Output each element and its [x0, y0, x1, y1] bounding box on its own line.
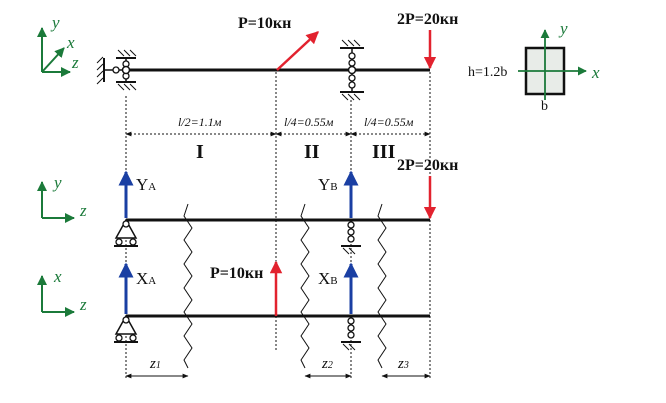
cross-section: y x h=1.2b b — [468, 19, 600, 114]
support-a-top — [96, 49, 137, 91]
xz-axis-x: x — [53, 267, 62, 286]
top-axis-z: z — [71, 53, 79, 72]
section-i-label: I — [196, 141, 204, 163]
section-cuts — [183, 203, 387, 369]
top-axis-x: x — [66, 33, 75, 52]
z-coordinates: z1 z2 z3 — [125, 356, 431, 379]
section-h-label: h=1.2b — [468, 65, 507, 80]
force-2p-yz-label: 2P=20кн — [397, 157, 458, 174]
top-axis-triad: y x z — [37, 13, 79, 77]
yz-axis-z: z — [79, 201, 87, 220]
force-p-xz-label: P=10кн — [210, 265, 263, 282]
support-a-yz — [114, 218, 138, 247]
support-a-xz — [114, 314, 138, 343]
reaction-ya-label: YA — [136, 175, 156, 194]
support-b-top — [340, 39, 364, 101]
top-beam-scheme: P=10кн 2P=20кн — [96, 11, 458, 101]
xz-beam-scheme: XA XB P=10кн — [114, 260, 430, 351]
section-b-label: b — [541, 99, 548, 114]
section-axis-x: x — [591, 63, 600, 82]
reaction-xa-label: XA — [136, 269, 156, 288]
force-p-label: P=10кн — [238, 15, 291, 32]
span-dimensions: l/2=1.1м l/4=0.55м l/4=0.55м I II III — [125, 115, 431, 163]
yz-axis-triad: y z — [37, 173, 87, 223]
span-2-label: l/4=0.55м — [284, 115, 334, 129]
section-ii-label: II — [304, 141, 320, 163]
section-iii-label: III — [372, 141, 396, 163]
yz-axis-y: y — [52, 173, 62, 192]
xz-axis-triad: x z — [37, 267, 87, 317]
top-axis-y: y — [50, 13, 60, 32]
z2-label: z2 — [321, 356, 333, 372]
force-2p-label: 2P=20кн — [397, 11, 458, 28]
reaction-yb-label: YB — [318, 175, 338, 194]
xz-axis-z: z — [79, 295, 87, 314]
span-1-label: l/2=1.1м — [178, 115, 222, 129]
section-axis-y: y — [558, 19, 568, 38]
yz-beam-scheme: YA YB 2P=20кн — [114, 157, 458, 255]
support-b-xz — [341, 316, 361, 351]
z1-label: z1 — [149, 356, 161, 372]
force-p-inclined — [276, 31, 319, 71]
reaction-xb-label: XB — [318, 269, 338, 288]
z3-label: z3 — [397, 356, 409, 372]
span-3-label: l/4=0.55м — [364, 115, 414, 129]
support-b-yz — [341, 220, 361, 255]
